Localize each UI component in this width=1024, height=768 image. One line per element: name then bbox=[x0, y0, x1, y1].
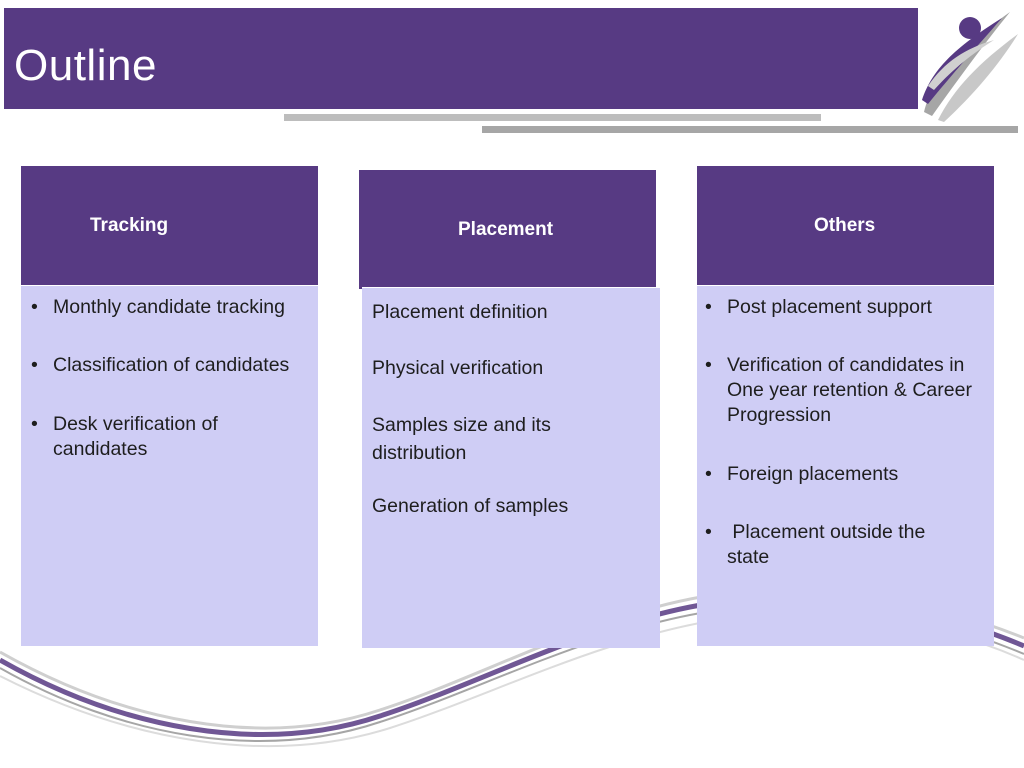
list-item: Generation of samples bbox=[372, 495, 569, 517]
page-title: Outline bbox=[14, 41, 157, 90]
column-header-tracking: Tracking bbox=[21, 166, 318, 285]
column-body-placement: Placement definition Physical verificati… bbox=[362, 287, 660, 648]
column-heading: Placement bbox=[458, 219, 554, 240]
bullet-icon: • bbox=[705, 463, 712, 485]
bullet-icon: • bbox=[31, 413, 38, 435]
column-heading: Others bbox=[814, 215, 876, 236]
bullet-icon: • bbox=[705, 354, 712, 376]
column-body-tracking: • Monthly candidate tracking • Classific… bbox=[21, 285, 318, 646]
list-item: Placement definition bbox=[372, 301, 548, 323]
bullet-icon: • bbox=[705, 296, 712, 318]
bullet-icon: • bbox=[31, 354, 38, 376]
list-item: Physical verification bbox=[372, 357, 544, 379]
column-heading: Tracking bbox=[90, 215, 169, 236]
divider-rule bbox=[482, 126, 1018, 133]
column-header-others: Others bbox=[697, 166, 994, 285]
divider-rule bbox=[284, 114, 821, 121]
person-swoosh-logo-icon bbox=[922, 12, 1018, 122]
title-bar: Outline bbox=[4, 8, 918, 109]
column-body-others: • Post placement support • Verification … bbox=[697, 285, 994, 646]
bullet-icon: • bbox=[705, 521, 712, 543]
bullet-icon: • bbox=[31, 296, 38, 318]
column-header-placement: Placement bbox=[359, 170, 656, 289]
list-item: Samples size and its distribution bbox=[372, 414, 551, 464]
